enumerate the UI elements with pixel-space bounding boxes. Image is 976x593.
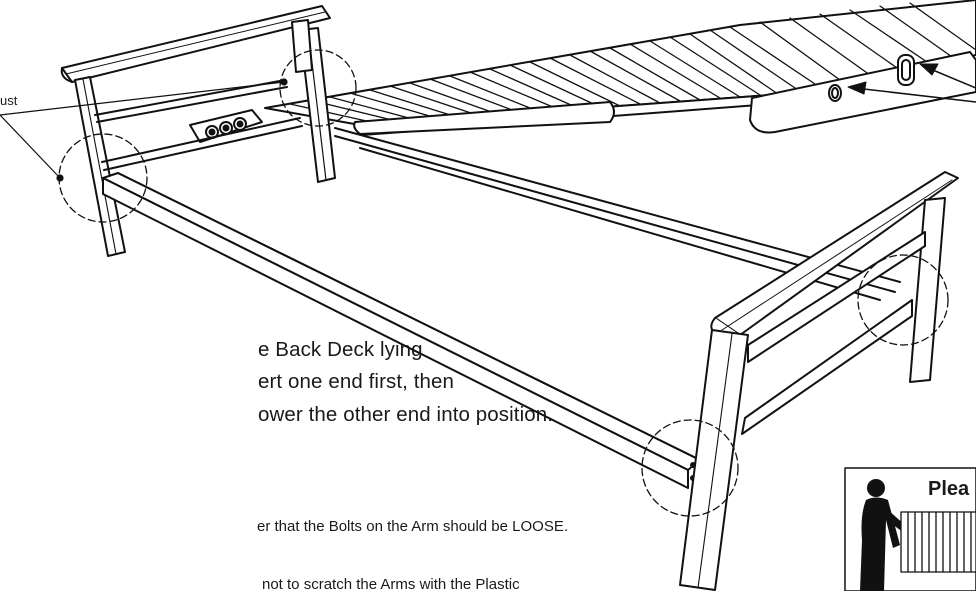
instruction-line-2: ert one end first, then [258, 370, 455, 393]
note-scratch-arms: not to scratch the Arms with the Plastic [262, 576, 520, 593]
callout-label-left: ust [0, 93, 18, 108]
back-deck [264, 0, 976, 136]
inset-illustration [844, 467, 976, 591]
person-silhouette [860, 479, 905, 591]
left-side-frame [60, 5, 331, 257]
note-bolts-loose: er that the Bolts on the Arm should be L… [257, 518, 569, 535]
instruction-line-3: ower the other end into position. [258, 403, 554, 426]
front-cross-rail [102, 172, 701, 489]
deck-slats [289, 2, 976, 125]
instruction-line-1: e Back Deck lying [258, 338, 423, 361]
hinge-bracket [189, 109, 263, 143]
inset-deck [900, 511, 976, 573]
inset-heading: Plea [928, 478, 970, 500]
right-side-frame [679, 171, 959, 591]
back-post-left [189, 27, 336, 183]
callout-leaders [0, 78, 288, 182]
